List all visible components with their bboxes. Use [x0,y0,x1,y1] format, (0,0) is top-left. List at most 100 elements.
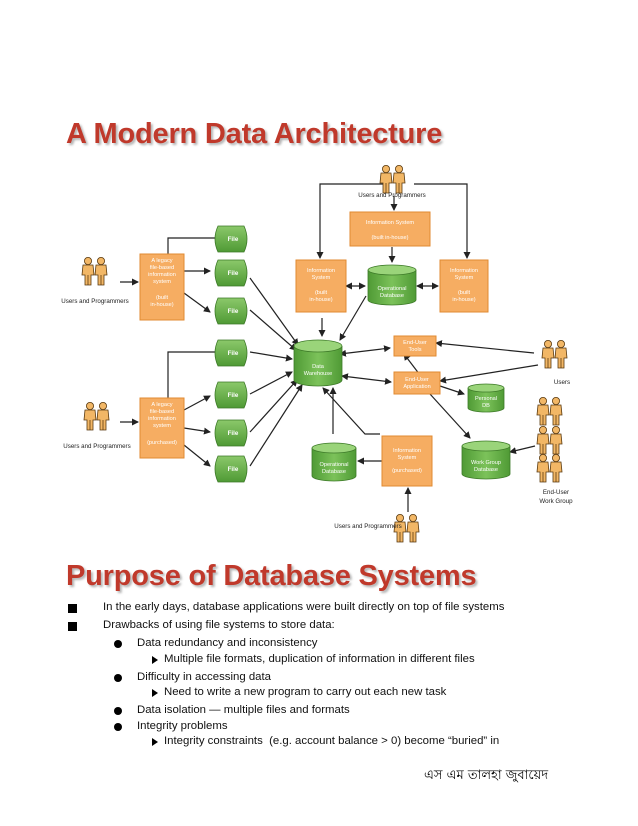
file-label: File [228,308,239,315]
diagram-arrows [120,183,539,512]
svg-text:System: System [312,275,331,281]
svg-text:Application: Application [403,384,430,390]
svg-text:Users and Programmers: Users and Programmers [334,523,401,530]
legacy-inhouse-box: A legacy file-based information system (… [139,253,185,321]
svg-text:System: System [455,275,474,281]
svg-text:Tools: Tools [408,347,421,353]
file-label: File [228,236,239,243]
bullet-item: Drawbacks of using file systems to store… [103,619,335,631]
svg-text:Database: Database [322,469,346,475]
data-warehouse: Data Warehouse [293,339,343,387]
information-system-bottom: Information System (purchased) [381,435,433,487]
svg-text:Database: Database [474,467,498,473]
svg-text:Warehouse: Warehouse [304,371,332,377]
users-right: Users [542,340,570,386]
svg-text:Work Group: Work Group [539,498,573,505]
svg-text:End-User: End-User [543,489,569,496]
file-label: File [228,350,239,357]
svg-text:Information System: Information System [366,220,415,226]
triangle-bullet-icon [152,738,158,746]
svg-text:file-based: file-based [150,265,174,271]
svg-text:DB: DB [482,403,490,409]
operational-database-top: Operational Database [367,264,417,306]
svg-text:End-User: End-User [403,340,427,346]
svg-text:(built in-house): (built in-house) [372,235,409,241]
svg-text:Information: Information [393,448,421,454]
personal-db: Personal DB [467,383,505,413]
bullet-item: Data isolation — multiple files and form… [137,704,350,716]
bullet-item: Data redundancy and inconsistency [137,637,318,649]
svg-text:in-house): in-house) [452,297,475,303]
section-heading: Purpose of Database Systems [66,560,477,592]
svg-text:Users: Users [554,379,570,386]
svg-text:Work Group: Work Group [471,460,501,466]
work-group-database: Work Group Database [461,440,511,480]
round-bullet-icon [114,640,122,648]
svg-text:End-User: End-User [405,377,429,383]
svg-text:file-based: file-based [150,409,174,415]
svg-text:Users and Programmers: Users and Programmers [61,298,128,305]
page-title: A Modern Data Architecture [66,118,443,150]
svg-text:Personal: Personal [475,396,497,402]
svg-text:(built: (built [156,295,169,301]
svg-text:system: system [153,423,171,429]
person-icon [537,426,562,454]
svg-text:(built: (built [458,290,471,296]
svg-text:in-house): in-house) [150,302,173,308]
svg-text:A legacy: A legacy [151,258,172,264]
svg-text:Operational: Operational [378,286,407,292]
file-shape: File [214,381,248,409]
round-bullet-icon [114,707,122,715]
person-icon [84,402,109,430]
round-bullet-icon [114,723,122,731]
person-icon [537,454,562,482]
file-shape: File [214,297,248,325]
svg-text:Information: Information [307,268,335,274]
svg-text:in-house): in-house) [309,297,332,303]
file-label: File [228,392,239,399]
person-icon [380,165,405,193]
users-programmers-bottom: Users and Programmers [334,514,419,542]
square-bullet-icon [68,622,77,631]
svg-text:(built: (built [315,290,328,296]
round-bullet-icon [114,674,122,682]
file-label: File [228,430,239,437]
users-programmers-left1: Users and Programmers [61,257,129,305]
square-bullet-icon [68,604,77,613]
person-icon [542,340,567,368]
person-icon [82,257,107,285]
svg-text:System: System [398,455,417,461]
end-user-work-group: End-User Work Group [537,397,573,505]
file-shape: File [214,339,248,367]
file-shape: File [214,455,248,483]
svg-text:Users and Programmers: Users and Programmers [63,443,130,450]
bullet-item: Integrity problems [137,720,228,732]
svg-text:information: information [148,272,176,278]
information-system-left: Information System (built in-house) [295,259,347,313]
end-user-application-box: End-User Application [393,371,441,395]
users-programmers-top: Users and Programmers [358,165,426,199]
triangle-bullet-icon [152,656,158,664]
svg-text:(purchased): (purchased) [392,468,422,474]
file-shape: File [214,259,248,287]
information-system-right: Information System (built in-house) [439,259,489,313]
file-label: File [228,466,239,473]
bullet-item: In the early days, database applications… [103,601,505,613]
author-footer: এস এম তালহা জুবায়েদ [424,768,549,783]
users-programmers-left2: Users and Programmers [63,402,131,450]
bullet-item: Need to write a new program to carry out… [164,686,447,698]
data-architecture-diagram: Users and Programmers Users and Programm… [61,0,573,560]
svg-text:Data: Data [312,364,325,370]
file-shape: File [214,225,248,253]
bullet-item: Multiple file formats, duplication of in… [164,653,475,665]
file-shape: File [214,419,248,447]
end-user-tools-box: End-User Tools [393,335,437,357]
operational-database-bottom: Operational Database [311,442,357,482]
triangle-bullet-icon [152,689,158,697]
bullet-item: Difficulty in accessing data [137,671,272,683]
person-icon [537,397,562,425]
file-label: File [228,270,239,277]
svg-text:Users and Programmers: Users and Programmers [358,192,425,199]
svg-text:(purchased): (purchased) [147,440,177,446]
